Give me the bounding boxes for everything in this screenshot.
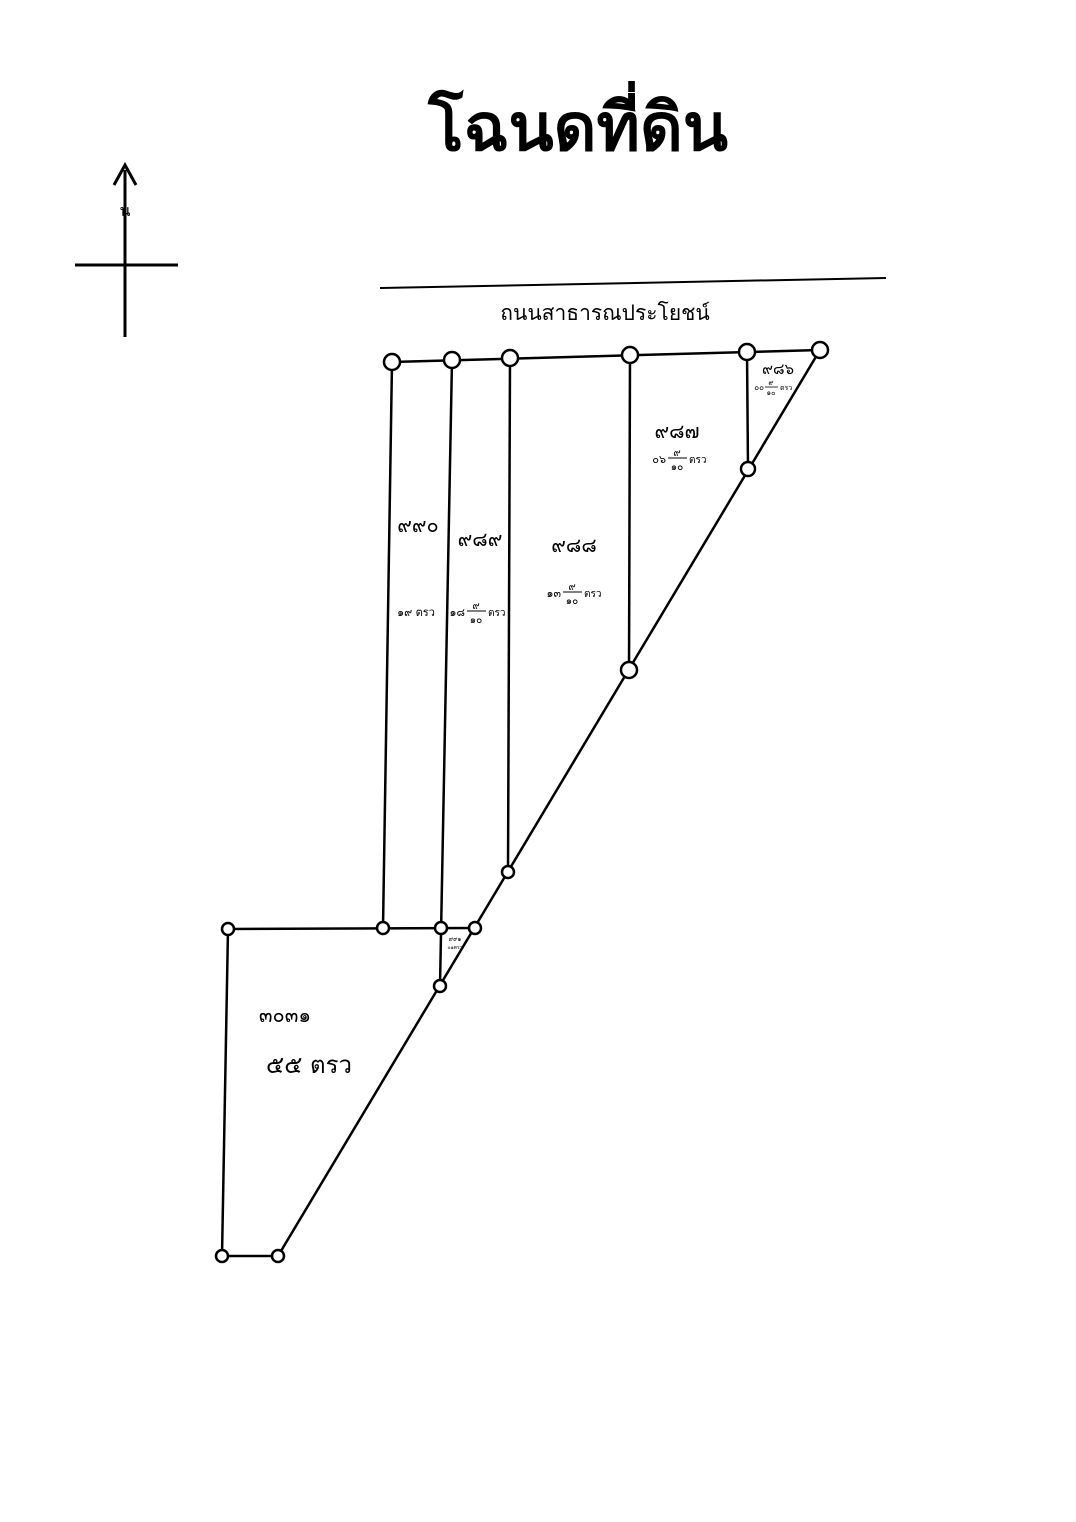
parcel-boundaries	[220, 348, 822, 1258]
svg-text:ตรว: ตรว	[584, 589, 601, 600]
svg-text:๙: ๙	[768, 379, 773, 387]
parcel-number: ๙๘๖	[762, 360, 794, 378]
parcel-area: ๕๕ ตรว	[266, 1051, 352, 1079]
svg-text:ตรว: ตรว	[689, 455, 706, 466]
parcel-area: ๐๖ ๙ ๑๐ ตรว	[652, 448, 706, 473]
parcel-number: ๙๘๘	[551, 533, 597, 557]
svg-text:๑๐: ๑๐	[767, 389, 776, 397]
parcel-area: ๐๑ตรว	[448, 945, 463, 951]
north-arrow-icon	[112, 161, 138, 186]
road-label: ถนนสาธารณประโยชน์	[500, 301, 710, 325]
title: โฉนดที่ดิน	[427, 80, 728, 166]
marker-icon	[619, 660, 639, 680]
svg-text:๙: ๙	[568, 582, 575, 593]
marker-icon	[432, 978, 448, 994]
svg-text:๐๐: ๐๐	[754, 383, 764, 392]
parcel-number: ๓๐๓๑	[259, 1003, 311, 1027]
marker-icon	[500, 348, 520, 368]
marker-icon	[433, 920, 449, 936]
marker-icon	[442, 350, 462, 370]
marker-icon	[810, 340, 830, 360]
marker-icon	[214, 1248, 230, 1264]
svg-text:๙: ๙	[472, 601, 479, 612]
parcel-number: ๙๘๙	[458, 527, 503, 551]
svg-text:๑๓: ๑๓	[546, 587, 561, 600]
marker-icon	[220, 921, 236, 937]
marker-icon	[739, 460, 757, 478]
svg-text:๑๘: ๑๘	[450, 606, 465, 619]
marker-icon	[620, 345, 640, 365]
parcel-area: ๑๓ ๙ ๑๐ ตรว	[546, 582, 601, 607]
boundary-markers	[214, 340, 830, 1264]
svg-text:๑๐: ๑๐	[566, 596, 578, 607]
parcel-area: ๑๙ ตรว	[397, 606, 435, 619]
parcel-area: ๐๐ ๙ ๑๐ ตรว	[754, 379, 792, 397]
svg-text:ตรว: ตรว	[488, 608, 505, 619]
parcel-number: ๙๘๗	[654, 419, 699, 443]
marker-icon	[737, 342, 757, 362]
svg-text:๙: ๙	[673, 448, 680, 459]
marker-icon	[382, 352, 402, 372]
svg-text:๑๐: ๑๐	[671, 462, 683, 473]
parcel-number: ๙๙๐	[397, 513, 439, 537]
marker-icon	[375, 920, 391, 936]
svg-text:ตรว: ตรว	[780, 384, 792, 392]
svg-text:๑๐: ๑๐	[470, 615, 482, 626]
marker-icon	[500, 864, 516, 880]
marker-icon	[467, 920, 483, 936]
parcel-area: ๑๘ ๙ ๑๐ ตรว	[450, 601, 506, 626]
marker-icon	[270, 1248, 286, 1264]
north-compass	[75, 161, 178, 337]
parcel-number: ๙๙๑	[449, 936, 462, 943]
svg-text:๐๖: ๐๖	[652, 453, 666, 466]
road-line	[379, 277, 887, 289]
north-label: น	[120, 201, 131, 220]
